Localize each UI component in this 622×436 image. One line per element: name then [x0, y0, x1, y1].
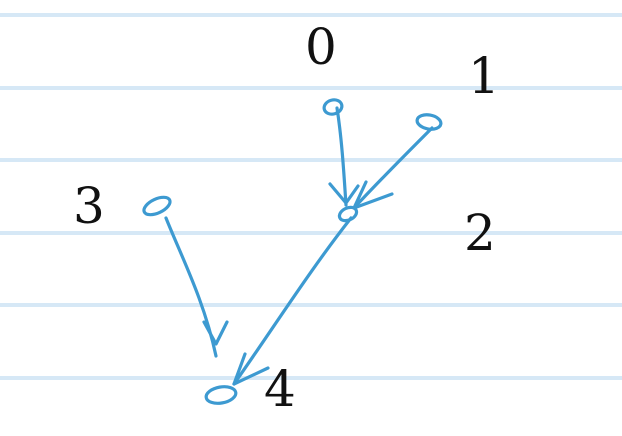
ruled-lines — [0, 13, 622, 380]
nodes — [142, 98, 443, 405]
node-labels: 0 1 2 3 4 — [73, 18, 500, 418]
edge-2-to-4-line — [232, 216, 353, 386]
node-3-label: 3 — [73, 177, 105, 235]
node-4-circle — [204, 385, 238, 405]
edge-2-to-4-arrowhead — [232, 352, 270, 386]
edge-3-to-4-line — [164, 216, 218, 358]
edge-1-to-2-line — [352, 126, 434, 210]
edge-0-to-2-line — [335, 106, 348, 207]
node-4-label: 4 — [264, 360, 296, 418]
node-3-circle — [142, 195, 172, 217]
edge-2-to-4 — [232, 216, 353, 386]
node-1-circle — [415, 113, 443, 131]
edge-1-to-2 — [352, 126, 434, 210]
node-0-circle — [322, 98, 344, 116]
node-0-label: 0 — [305, 18, 337, 76]
edge-0-to-2 — [328, 106, 360, 207]
node-1-label: 1 — [468, 47, 500, 105]
edges — [164, 106, 434, 386]
node-2-label: 2 — [464, 204, 496, 262]
edge-0-to-2-arrowhead — [328, 182, 360, 205]
edge-3-to-4-arrowhead — [202, 320, 229, 346]
edge-3-to-4 — [164, 216, 229, 358]
node-2-circle — [337, 205, 359, 223]
